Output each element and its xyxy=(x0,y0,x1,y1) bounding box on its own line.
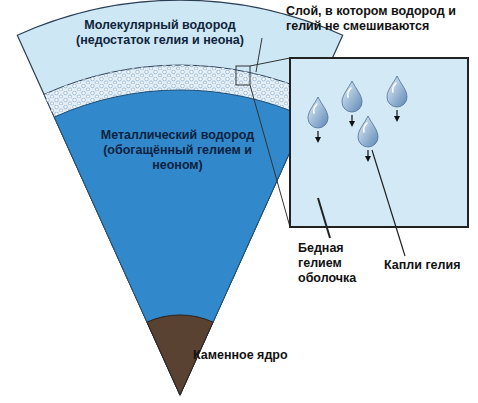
layer-callout: Слой, в котором водород и гелий не смеши… xyxy=(286,4,474,34)
molecular-hydrogen-band: Молекулярный водород (недостаток гелия и… xyxy=(55,18,265,48)
band-text: Металлический водород (обогащённый гелие… xyxy=(95,128,260,173)
band-text: Молекулярный водород (недостаток гелия и… xyxy=(55,18,265,48)
metallic-hydrogen-band: Металлический водород (обогащённый гелие… xyxy=(95,128,260,173)
core-callout: Каменное ядро xyxy=(193,348,303,363)
shell-callout: Бедная гелием оболочка xyxy=(298,241,378,286)
droplet-callout: Капли гелия xyxy=(384,258,474,273)
